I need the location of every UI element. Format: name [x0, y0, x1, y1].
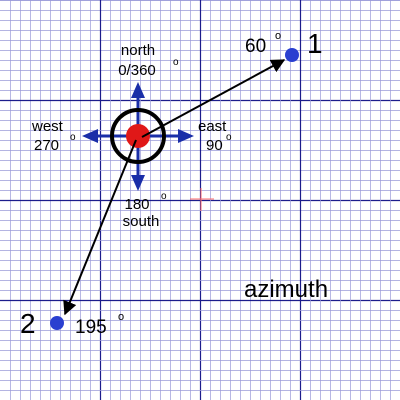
south-degree-label: 180	[124, 196, 149, 213]
north-label: north	[121, 42, 155, 59]
point-1-degree-symbol: o	[275, 30, 281, 42]
west-arrow-head	[82, 129, 98, 143]
west-label: west	[31, 118, 64, 135]
west-degree-symbol: o	[70, 132, 76, 143]
south-label: south	[123, 213, 160, 230]
diagram-title: azimuth	[244, 276, 328, 303]
east-degree-label: 90	[206, 137, 223, 154]
point-2-azimuth-label: 195	[75, 317, 107, 338]
point-1-id-label: 1	[307, 28, 323, 59]
east-arrow-head	[178, 129, 194, 143]
north-arrow-head	[131, 82, 145, 98]
compass-ring	[110, 108, 166, 164]
south-degree-symbol: o	[161, 191, 167, 202]
north-degree-symbol: o	[173, 57, 179, 68]
north-degree-label: 0/360	[118, 62, 156, 79]
south-arrow-head	[131, 175, 145, 191]
azimuth-line-point-1	[141, 59, 286, 138]
crosshair-marker	[190, 188, 214, 211]
point-2-dot	[50, 316, 64, 330]
compass-center-dot	[126, 124, 150, 148]
west-degree-label: 270	[34, 137, 59, 154]
east-label: east	[198, 118, 227, 135]
point-2-degree-symbol: o	[118, 311, 124, 323]
east-degree-symbol: o	[226, 132, 232, 143]
point-2-id-label: 2	[20, 308, 36, 339]
point-1-dot	[285, 48, 299, 62]
point-1-azimuth-label: 60	[245, 36, 266, 57]
azimuth-line-point-2	[63, 139, 137, 316]
